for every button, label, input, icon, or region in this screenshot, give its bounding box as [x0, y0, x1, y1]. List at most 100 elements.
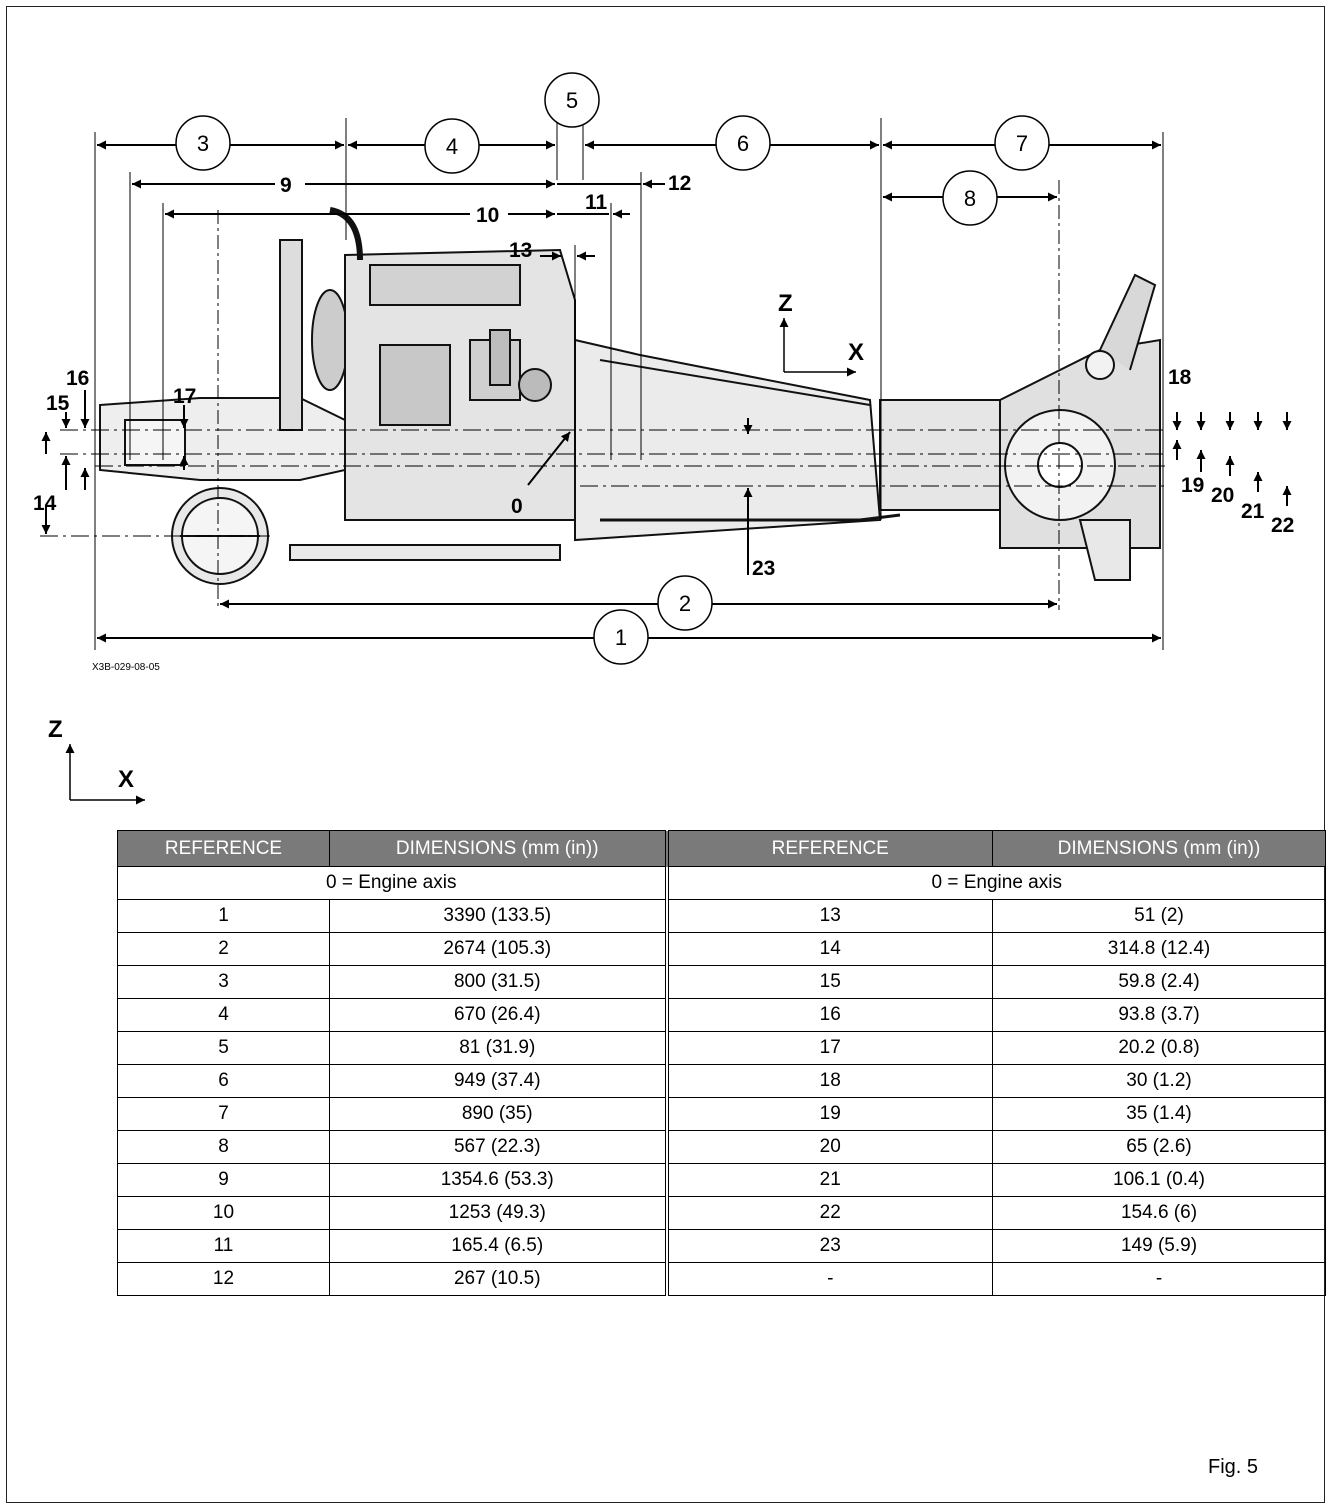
- callout-15: 15: [46, 392, 70, 415]
- cell-reference-right: 15: [666, 965, 993, 999]
- cell-reference-left: 8: [117, 1130, 330, 1164]
- callout-20: 20: [1211, 484, 1234, 507]
- cell-dimension-left: 1354.6 (53.3): [329, 1163, 669, 1197]
- cell-dimension-left: 3390 (133.5): [329, 899, 669, 933]
- cell-dimension-left: 1253 (49.3): [329, 1196, 669, 1230]
- axis-note-left: 0 = Engine axis: [117, 866, 669, 900]
- cell-reference-left: 2: [117, 932, 330, 966]
- cell-dimension-left: 81 (31.9): [329, 1031, 669, 1065]
- header-dimensions-right: DIMENSIONS (mm (in)): [992, 830, 1326, 867]
- cell-dimension-left: 267 (10.5): [329, 1262, 669, 1296]
- callout-22: 22: [1271, 514, 1294, 537]
- header-reference-right: REFERENCE: [666, 830, 993, 867]
- tractor-silhouette: [99, 207, 1161, 585]
- cell-dimension-right: 35 (1.4): [992, 1097, 1326, 1131]
- callout-17: 17: [173, 385, 196, 408]
- cell-dimension-left: 567 (22.3): [329, 1130, 669, 1164]
- cell-reference-left: 12: [117, 1262, 330, 1296]
- cell-reference-left: 4: [117, 998, 330, 1032]
- callout-13: 13: [509, 239, 532, 262]
- cell-reference-left: 3: [117, 965, 330, 999]
- cell-reference-right: 17: [666, 1031, 993, 1065]
- cell-dimension-right: 93.8 (3.7): [992, 998, 1326, 1032]
- cell-dimension-right: 30 (1.2): [992, 1064, 1326, 1098]
- drawing-code: X3B-029-08-05: [92, 662, 160, 673]
- header-dimensions-left: DIMENSIONS (mm (in)): [329, 830, 669, 867]
- callout-1: 1: [615, 625, 627, 650]
- cell-reference-right: -: [666, 1262, 993, 1296]
- cell-dimension-right: 59.8 (2.4): [992, 965, 1326, 999]
- cell-reference-left: 5: [117, 1031, 330, 1065]
- cell-dimension-right: 65 (2.6): [992, 1130, 1326, 1164]
- cell-dimension-right: 149 (5.9): [992, 1229, 1326, 1263]
- cell-reference-right: 18: [666, 1064, 993, 1098]
- cell-reference-left: 10: [117, 1196, 330, 1230]
- callout-9: 9: [280, 174, 292, 197]
- cell-reference-right: 20: [666, 1130, 993, 1164]
- figure-label: Fig. 5: [1208, 1456, 1259, 1478]
- drawing-axis-z: Z: [778, 290, 793, 317]
- page-frame: [6, 6, 1325, 1503]
- circled-callouts: [175, 72, 1050, 665]
- table-header-row: REFERENCE DIMENSIONS (mm (in)) REFERENCE…: [117, 830, 1326, 867]
- callout-14: 14: [33, 492, 57, 515]
- callout-11: 11: [585, 191, 608, 214]
- callout-0: 0: [511, 495, 523, 518]
- cell-reference-left: 7: [117, 1097, 330, 1131]
- cell-dimension-left: 165.4 (6.5): [329, 1229, 669, 1263]
- cell-reference-right: 19: [666, 1097, 993, 1131]
- legend-axis-z: Z: [48, 716, 63, 743]
- plain-callout-labels: 0 9 10 11 12 13 14 15 16 17 18 19 20 21 …: [33, 172, 1294, 580]
- dimensions-table: REFERENCE DIMENSIONS (mm (in)) REFERENCE…: [117, 830, 1326, 1296]
- cell-dimension-right: -: [992, 1262, 1326, 1296]
- cell-dimension-left: 949 (37.4): [329, 1064, 669, 1098]
- cell-reference-left: 6: [117, 1064, 330, 1098]
- callout-3: 3: [197, 131, 209, 156]
- cell-reference-left: 1: [117, 899, 330, 933]
- callout-12: 12: [668, 172, 691, 195]
- callout-19: 19: [1181, 474, 1204, 497]
- reference-lines: [40, 118, 1165, 650]
- callout-5: 5: [566, 88, 578, 113]
- cell-reference-left: 11: [117, 1229, 330, 1263]
- callout-21: 21: [1241, 500, 1265, 523]
- cell-reference-right: 14: [666, 932, 993, 966]
- cell-dimension-right: 51 (2): [992, 899, 1326, 933]
- technical-drawing: 3 4 5 6 7 8 2 1 0 9 10 11 12 13 14 15 16…: [33, 72, 1294, 805]
- cell-reference-right: 13: [666, 899, 993, 933]
- cell-dimension-left: 890 (35): [329, 1097, 669, 1131]
- callout-8: 8: [964, 186, 976, 211]
- dimension-lines: [41, 140, 1292, 643]
- callout-7: 7: [1016, 131, 1028, 156]
- drawing-axis-indicator: Z X: [778, 290, 864, 377]
- drawing-axis-x: X: [848, 339, 864, 366]
- cell-dimension-right: 106.1 (0.4): [992, 1163, 1326, 1197]
- callout-16: 16: [66, 367, 89, 390]
- header-reference-left: REFERENCE: [117, 830, 330, 867]
- axis-note-row: 0 = Engine axis 0 = Engine axis: [117, 866, 1326, 900]
- cell-reference-right: 22: [666, 1196, 993, 1230]
- cell-dimension-left: 800 (31.5): [329, 965, 669, 999]
- cell-dimension-right: 20.2 (0.8): [992, 1031, 1326, 1065]
- callout-6: 6: [737, 131, 749, 156]
- cell-reference-left: 9: [117, 1163, 330, 1197]
- callout-4: 4: [446, 134, 458, 159]
- callout-10: 10: [476, 204, 499, 227]
- cell-dimension-right: 154.6 (6): [992, 1196, 1326, 1230]
- callout-23: 23: [752, 557, 775, 580]
- cell-reference-right: 23: [666, 1229, 993, 1263]
- circled-callout-labels: 3 4 5 6 7 8 2 1: [197, 88, 1028, 650]
- cell-dimension-left: 2674 (105.3): [329, 932, 669, 966]
